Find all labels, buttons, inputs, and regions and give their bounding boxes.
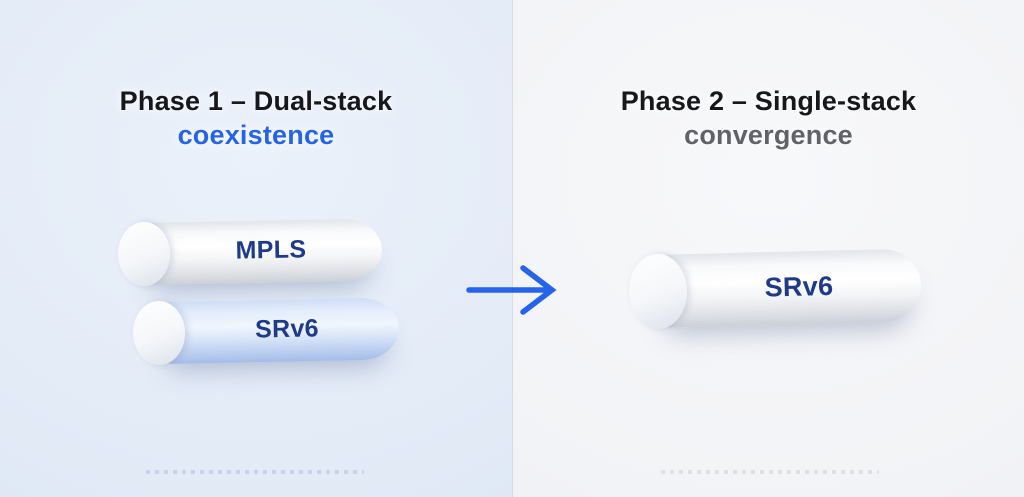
watermark-dots-right xyxy=(661,470,879,474)
phase2-title-line1: Phase 2 – Single-stack xyxy=(620,86,917,116)
mpls-pipe-label: MPLS xyxy=(235,235,307,265)
phase1-title-line2: coexistence xyxy=(177,120,335,150)
srv6-pipe-phase2-label: SRv6 xyxy=(764,270,834,303)
srv6-pipe-phase2-hole xyxy=(632,257,682,324)
phase1-title-line1: Phase 1 – Dual-stack xyxy=(119,86,393,116)
mpls-pipe: MPLS xyxy=(117,217,383,287)
srv6-pipe-phase1-label: SRv6 xyxy=(254,314,320,344)
srv6-pipe-phase1: SRv6 xyxy=(132,296,400,366)
right-arrow-icon xyxy=(466,265,557,315)
srv6-pipe-phase2: SRv6 xyxy=(628,247,922,330)
mpls-pipe-hole xyxy=(121,226,164,282)
srv6-pipe-phase1-hole xyxy=(136,305,179,361)
phase2-title: Phase 2 – Single-stack convergence xyxy=(513,84,1024,152)
phase2-panel: Phase 2 – Single-stack convergence SRv6 xyxy=(512,0,1024,497)
watermark-dots-left xyxy=(146,470,364,474)
phase1-panel: Phase 1 – Dual-stack coexistence MPLS SR… xyxy=(0,0,512,497)
phase2-title-line2: convergence xyxy=(684,120,853,150)
phase1-title: Phase 1 – Dual-stack coexistence xyxy=(0,84,512,152)
transition-arrow xyxy=(464,258,560,322)
